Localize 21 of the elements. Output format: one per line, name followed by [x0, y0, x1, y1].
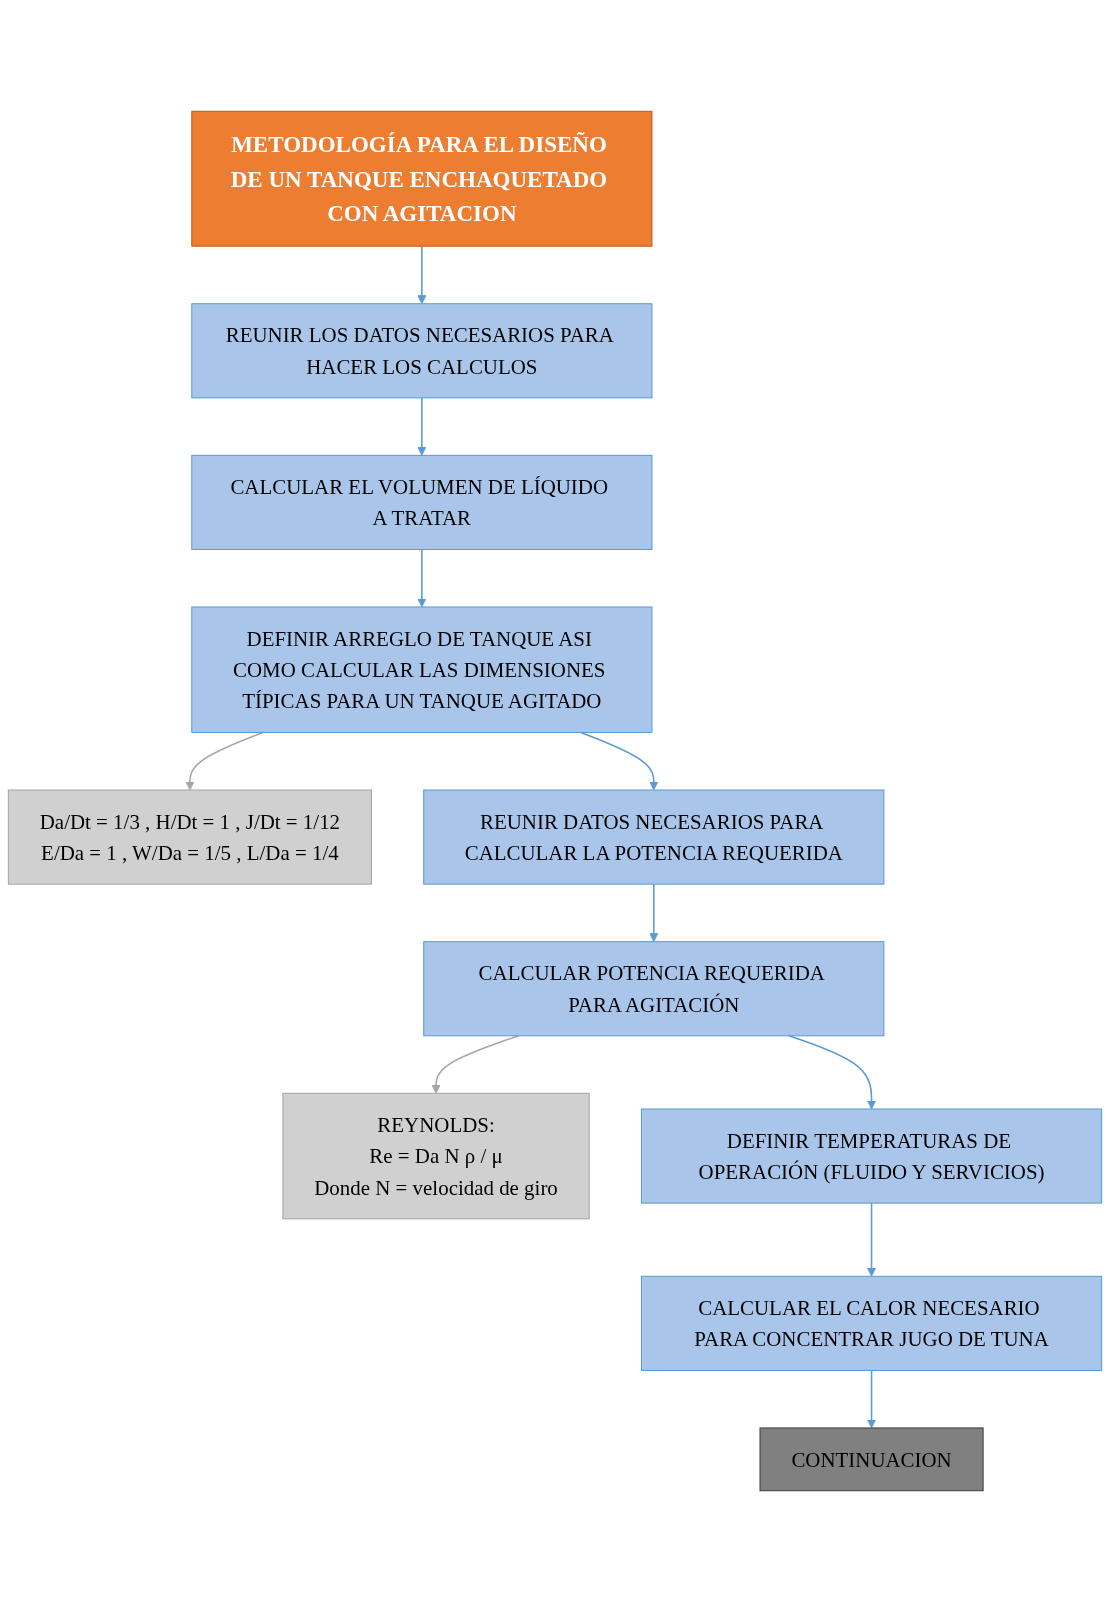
arrow [788, 1035, 877, 1110]
arrow [866, 1369, 877, 1429]
arrow [417, 397, 427, 456]
arrow [185, 731, 264, 791]
node-box: METODOLOGÍA PARA EL DISEÑO DE UN TANQUE ENCHAQUETADO CON AGITACION [191, 110, 653, 247]
node-box: REYNOLDS: Re = Da N ρ / μ Donde N = velocidad de giro [282, 1092, 590, 1220]
node-box: DEFINIR TEMPERATURAS DE OPERACIÓN (FLUIDO Y SERVICIOS) [640, 1108, 1103, 1204]
node-box: DEFINIR ARREGLO DE TANQUE ASI COMO CALCULAR LAS DIMENSIONES TÍPICAS PARA UN TANQUE AGITADO [191, 606, 653, 734]
node-box: REUNIR LOS DATOS NECESARIOS PARA HACER LOS CALCULOS [191, 303, 653, 399]
arrow [580, 731, 659, 791]
arrow [417, 245, 427, 305]
node-box: CONTINUACION [759, 1427, 984, 1492]
arrow [866, 1202, 877, 1277]
arrow [417, 548, 427, 608]
node-box: REUNIR DATOS NECESARIOS PARA CALCULAR LA POTENCIA REQUERIDA [423, 789, 885, 885]
arrow [431, 1035, 520, 1094]
node-box: CALCULAR EL VOLUMEN DE LÍQUIDO A TRATAR [191, 454, 653, 550]
node-box: CALCULAR POTENCIA REQUERIDA PARA AGITACIÓN [423, 941, 885, 1037]
arrow [649, 883, 659, 943]
node-box: Da/Dt = 1/3 , H/Dt = 1 , J/Dt = 1/12 E/Da = 1 , W/Da = 1/5 , L/Da = 1/4 [7, 789, 372, 885]
node-box: CALCULAR EL CALOR NECESARIO PARA CONCENTRAR JUGO DE TUNA [640, 1275, 1103, 1371]
